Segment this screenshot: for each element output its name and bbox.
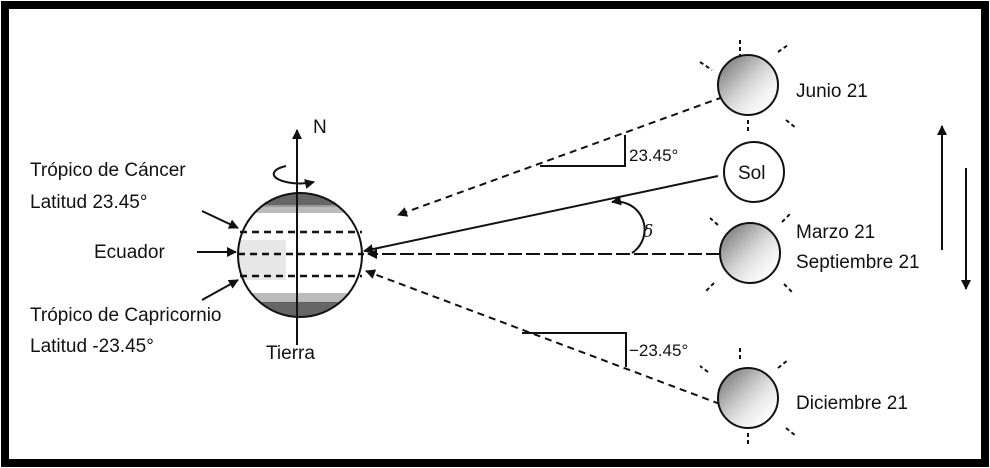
angle-positive-marker xyxy=(540,135,626,167)
tropic-capricorn-latitude-label: Latitud -23.45° xyxy=(30,336,154,357)
earth-label: Tierra xyxy=(266,343,315,364)
sun-equinox xyxy=(705,213,793,293)
sun-label: Sol xyxy=(738,163,765,184)
tropic-cancer-label: Trópico de Cáncer xyxy=(30,160,186,181)
angle-negative-marker xyxy=(522,332,627,367)
december-ray xyxy=(365,269,721,405)
sun-current xyxy=(723,141,785,203)
september-label: Septiembre 21 xyxy=(796,252,920,273)
angle-negative-label: −23.45° xyxy=(629,341,688,360)
declination-angle-label: δ xyxy=(643,222,653,242)
tropic-capricorn-pointer xyxy=(201,279,239,301)
sun-june xyxy=(699,40,797,134)
june-label: Junio 21 xyxy=(796,81,868,102)
december-label: Diciembre 21 xyxy=(796,393,908,414)
tropic-cancer-pointer xyxy=(201,210,239,229)
north-label: N xyxy=(313,117,327,138)
angle-positive-label: 23.45° xyxy=(629,146,678,165)
tropic-capricorn-label: Trópico de Capricornio xyxy=(30,305,222,326)
sun-ray xyxy=(363,175,719,255)
sun-december xyxy=(699,348,797,446)
rotation-arrow xyxy=(272,165,315,189)
tropic-cancer-latitude-label: Latitud 23.45° xyxy=(30,192,147,213)
march-label: Marzo 21 xyxy=(796,222,875,243)
equator-label: Ecuador xyxy=(94,242,165,263)
june-ray xyxy=(397,96,724,217)
declination-angle-arc xyxy=(611,195,646,254)
